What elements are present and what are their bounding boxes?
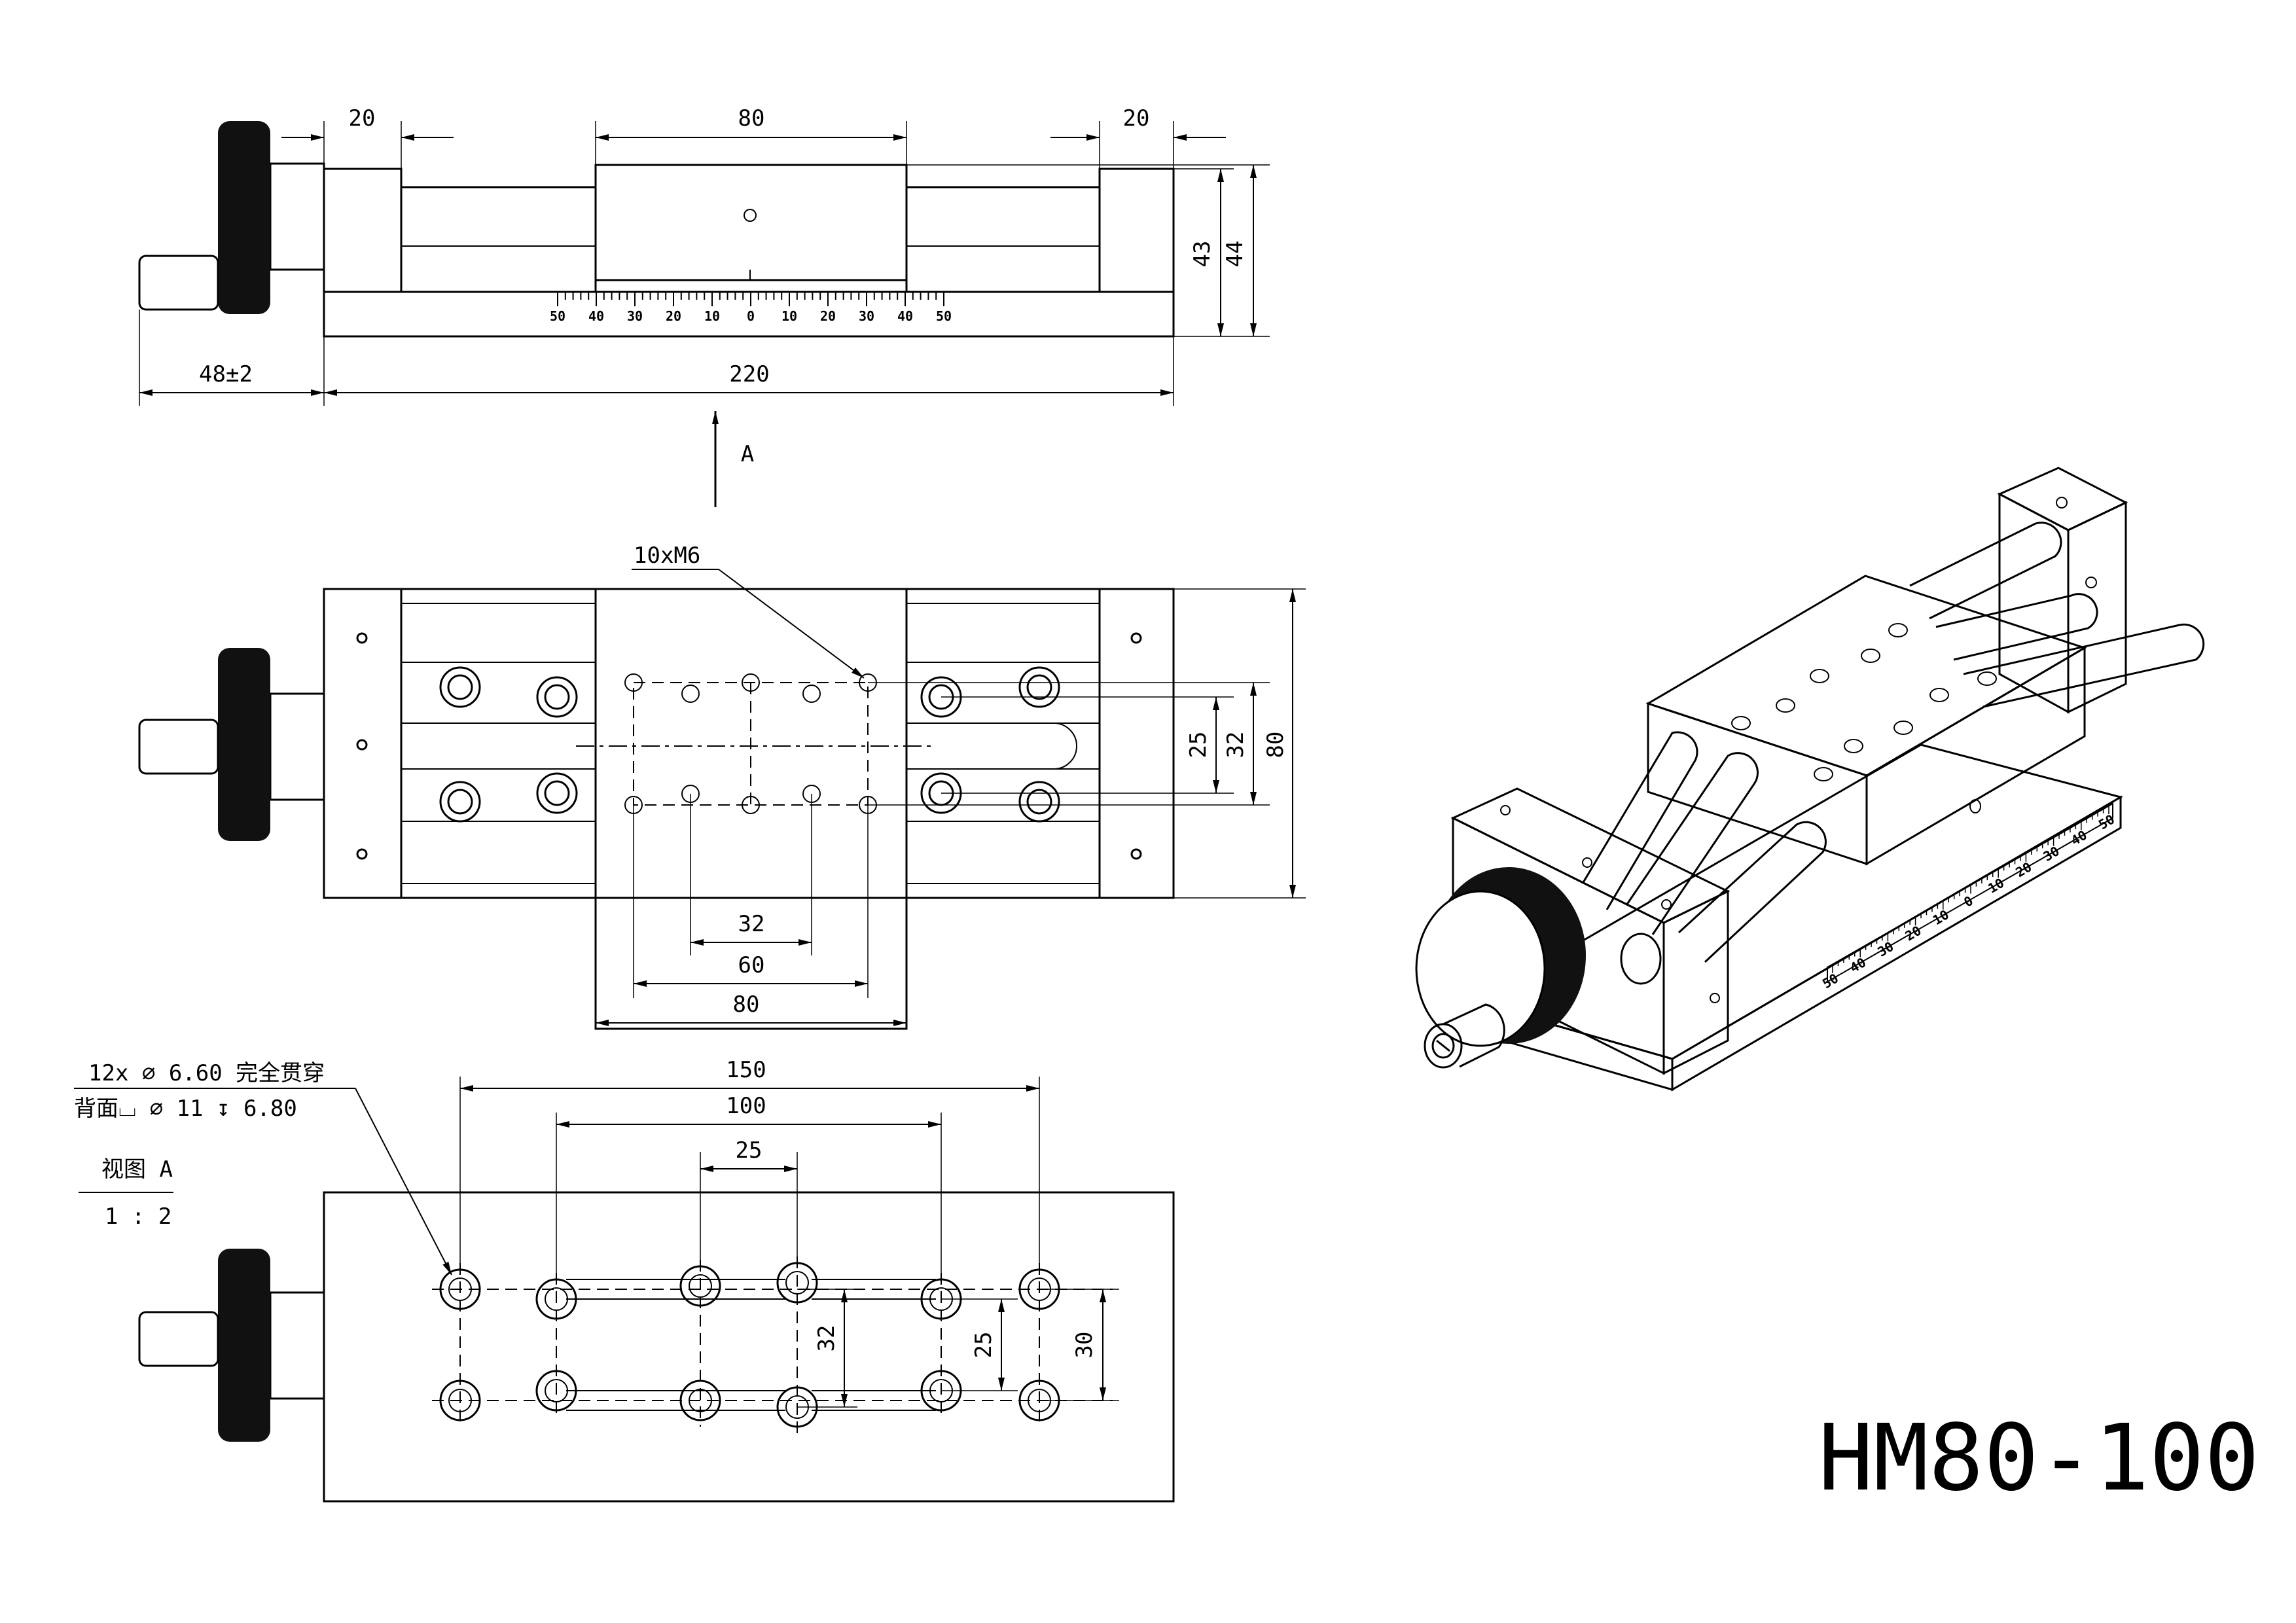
dim-h44: 44	[1222, 241, 1248, 268]
front-knob-hub	[269, 162, 325, 271]
dim-right-block: 20	[1123, 105, 1150, 132]
scale-label: 20	[820, 308, 836, 324]
iso-scale-label: 0	[1961, 893, 1975, 910]
bottom-view: 150 100 25 32 25 30 12x ∅ 6.60 完全贯穿 背面⌴ …	[74, 1057, 1175, 1503]
m6-holes	[624, 673, 877, 814]
scale-label: 30	[859, 308, 874, 324]
iso-scale-label: 30	[1874, 938, 1896, 960]
scale-label: 50	[550, 308, 565, 324]
dim-left-block: 20	[349, 105, 376, 132]
view-a-scale: 1 : 2	[105, 1204, 171, 1230]
iso-carriage-holes	[1731, 623, 1997, 781]
dim-total-length: 220	[729, 361, 769, 387]
scale-label: 10	[704, 308, 720, 324]
front-right-rods	[905, 186, 1101, 293]
top-counterbores	[439, 666, 1060, 823]
dim-p80: 80	[733, 991, 760, 1018]
front-carriage-hole	[744, 209, 757, 222]
dim-knob-length: 48±2	[199, 361, 253, 387]
iso-scale-label: 10	[1930, 906, 1952, 928]
front-base	[323, 291, 1175, 338]
dim-w25: 25	[1185, 732, 1211, 758]
iso-scale-label: 10	[1985, 875, 2007, 897]
front-left-block	[323, 168, 403, 293]
view-a-label: 视图 A	[101, 1156, 173, 1183]
iso-scale-label: 20	[2013, 859, 2034, 880]
dim-p32: 32	[738, 911, 765, 937]
scale-label: 20	[666, 308, 681, 324]
front-knob-shaft	[138, 255, 219, 311]
scale-label: 10	[781, 308, 797, 324]
dim-v30: 30	[1071, 1332, 1098, 1359]
front-right-block	[1098, 168, 1175, 293]
front-knob-dial	[218, 121, 270, 314]
bottom-outline	[323, 1191, 1175, 1503]
dim-p60: 60	[738, 952, 765, 978]
scale-label: 40	[897, 308, 913, 324]
iso-scale-label: 40	[2068, 827, 2090, 849]
front-carriage	[594, 164, 908, 281]
front-view: 50 40 30 20 10 0 10 20 30 40 50 20 80 20 43 44	[138, 105, 1270, 507]
view-arrow-label: A	[741, 441, 754, 467]
top-view: 10xM6 25 32 80 32 60 80	[138, 543, 1306, 1030]
iso-scale-label: 40	[1847, 954, 1869, 976]
scale-label: 50	[936, 308, 952, 324]
scale-label: 0	[747, 308, 755, 324]
dim-h43: 43	[1189, 241, 1215, 268]
dim-w80: 80	[1263, 732, 1289, 758]
hole-note-line1: 12x ∅ 6.60 完全贯穿	[88, 1060, 325, 1086]
top-carriage	[594, 588, 908, 1030]
scale-label: 30	[627, 308, 643, 324]
dim-d25: 25	[736, 1137, 762, 1164]
dim-w32: 32	[1223, 732, 1249, 758]
dim-d100: 100	[726, 1093, 766, 1119]
dim-v25: 25	[971, 1332, 997, 1359]
model-title: HM80-100	[1818, 1405, 2259, 1512]
top-outline	[323, 588, 1175, 899]
iso-scale-label: 30	[2041, 843, 2062, 865]
dim-d150: 150	[726, 1057, 766, 1083]
m6-callout: 10xM6	[634, 543, 700, 569]
bottom-holes	[439, 1262, 1060, 1428]
scale-label: 40	[588, 308, 604, 324]
iso-scale-label: 50	[1820, 971, 1841, 992]
front-scale: 50 40 30 20 10 0 10 20 30 40 50	[550, 292, 952, 324]
iso-scale-label: 50	[2096, 812, 2117, 833]
dim-carriage: 80	[738, 105, 765, 132]
dim-v32: 32	[814, 1325, 840, 1352]
front-left-rods	[400, 186, 597, 293]
hole-note-line2: 背面⌴ ∅ 11 ↧ 6.80	[74, 1096, 297, 1122]
iso-scale-label: 20	[1903, 923, 1924, 944]
